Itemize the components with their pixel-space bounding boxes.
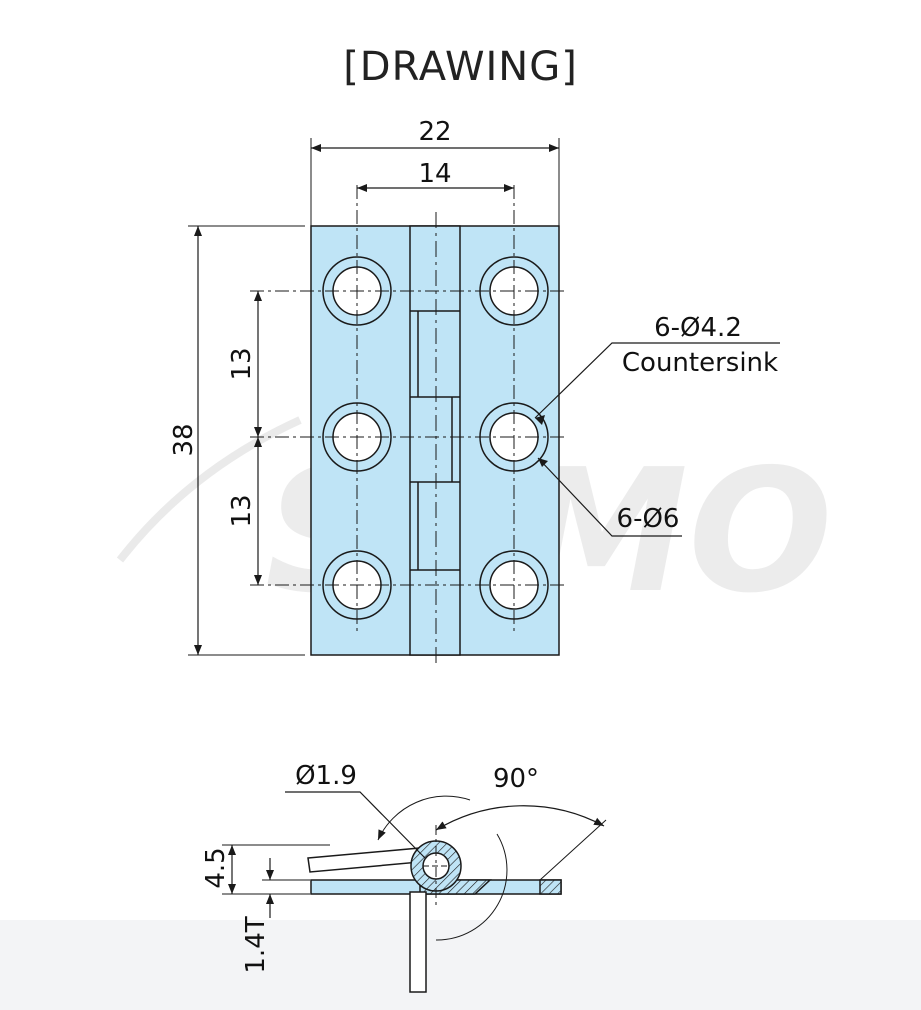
leaf-folded: [409, 891, 427, 993]
leaf-open-ghost: [307, 847, 421, 873]
angle-arc: [435, 805, 605, 831]
dim-opening-angle: 90°: [493, 764, 539, 794]
extension-lines: [188, 138, 560, 656]
leaf-countersink-hatch: [539, 879, 562, 895]
page-title: [DRAWING]: [343, 44, 578, 90]
leader-hole: [537, 457, 682, 537]
dim-pitch-h: 14: [418, 159, 451, 189]
callout-hole: 6-Ø6: [617, 504, 680, 534]
dim-pitch-v-lower: 13: [227, 494, 257, 527]
leader-countersink: [534, 342, 780, 419]
callout-countersink-size: 6-Ø4.2: [654, 313, 742, 343]
hole-centerlines: [250, 185, 568, 632]
front-view: [188, 138, 780, 668]
bottom-band: [0, 920, 921, 1010]
dim-side-height: 4.5: [201, 847, 231, 888]
rotation-arc: [435, 833, 508, 941]
side-view: [222, 791, 607, 993]
angle-leg: [539, 819, 607, 881]
dim-width: 22: [418, 117, 451, 147]
dim-pitch-v-upper: 13: [227, 347, 257, 380]
dim-thickness: 1.4T: [241, 916, 271, 973]
leader-pin: [285, 791, 426, 859]
dim-pin-diameter: Ø1.9: [295, 761, 357, 791]
dim-height: 38: [169, 423, 199, 456]
callout-countersink-label: Countersink: [622, 348, 778, 378]
rotation-arc-small: [377, 795, 471, 841]
